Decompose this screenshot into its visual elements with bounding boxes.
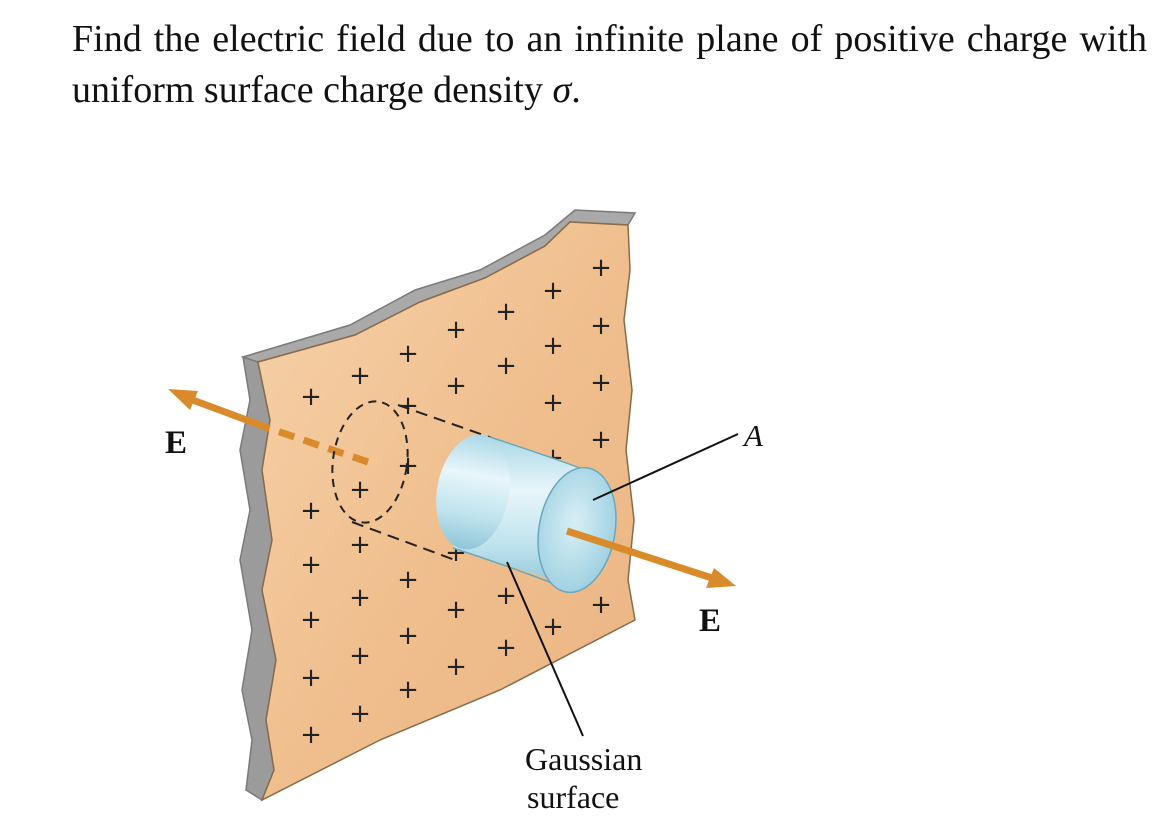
charge-plus: + — [300, 550, 322, 580]
charge-plus: + — [397, 621, 419, 651]
charge-plus: + — [590, 311, 612, 341]
gaussian-outline-top — [397, 404, 493, 439]
charge-plus: + — [397, 565, 419, 595]
field-label-right: E — [699, 603, 721, 639]
charge-plus: + — [349, 361, 371, 391]
field-arrow-left — [168, 389, 270, 432]
charge-plus: + — [542, 388, 564, 418]
charge-plus: + — [397, 451, 419, 481]
area-leader-line — [592, 433, 739, 501]
charge-plus: + — [542, 331, 564, 361]
gaussian-back-face — [331, 400, 409, 524]
charge-plus: + — [349, 530, 371, 560]
charge-grid: +++++++++++++++++++++++++++++++++++++ — [300, 253, 612, 750]
charge-plus: + — [495, 633, 517, 663]
gaussian-label-line2: surface — [527, 779, 619, 815]
charge-plus: + — [300, 605, 322, 635]
charge-plus: + — [590, 368, 612, 398]
gaussian-leader-line — [506, 561, 584, 737]
charge-plus: + — [349, 641, 371, 671]
charge-plus: + — [300, 496, 322, 526]
field-arrow-right — [565, 527, 736, 588]
gaussian-label-line1: Gaussian — [525, 741, 642, 777]
charge-plus: + — [397, 339, 419, 369]
charge-plus: + — [300, 382, 322, 412]
charge-plus: + — [397, 391, 419, 421]
gaussian-cylinder — [436, 434, 617, 594]
charge-plus: + — [590, 425, 612, 455]
charge-plus: + — [445, 315, 467, 345]
charge-plus: + — [495, 351, 517, 381]
charge-plus: + — [590, 590, 612, 620]
charge-plus: + — [445, 652, 467, 682]
field-label-left: E — [165, 425, 187, 461]
charge-plus: + — [542, 276, 564, 306]
problem-statement: Find the electric field due to an infini… — [72, 14, 1147, 116]
charge-plus: + — [349, 699, 371, 729]
problem-text: Find the electric field due to an infini… — [72, 18, 1147, 111]
charge-plus: + — [495, 581, 517, 611]
charge-plus: + — [300, 663, 322, 693]
area-label: A — [742, 418, 764, 453]
charge-plus: + — [300, 720, 322, 750]
charge-plus: + — [590, 253, 612, 283]
charge-plus: + — [349, 475, 371, 505]
charge-plus: + — [349, 583, 371, 613]
sigma-symbol: σ — [552, 69, 572, 111]
charge-plus: + — [445, 595, 467, 625]
charge-plus: + — [397, 675, 419, 705]
problem-period: . — [571, 69, 581, 111]
charge-plus: + — [542, 612, 564, 642]
charge-plus: + — [495, 297, 517, 327]
field-arrow-left-hidden — [266, 424, 370, 466]
charge-plus: + — [445, 371, 467, 401]
